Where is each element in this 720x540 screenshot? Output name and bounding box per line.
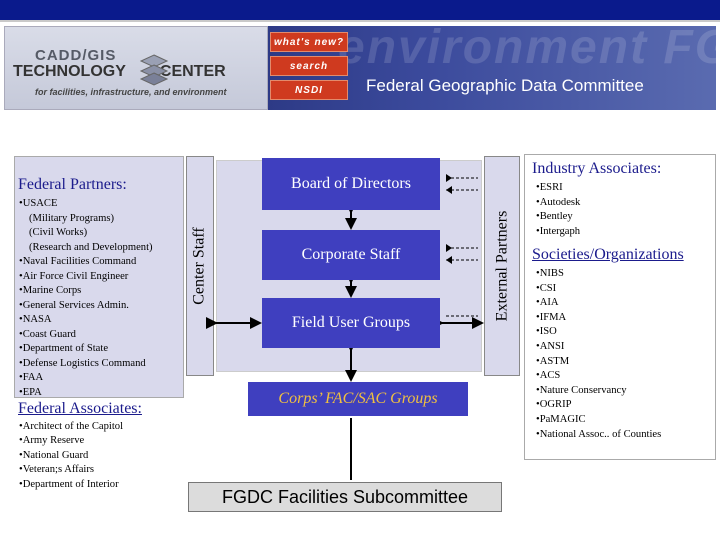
external-partners-bar xyxy=(484,156,520,376)
industry-associates-list: •ESRI •Autodesk •Bentley •Intergaph xyxy=(536,181,580,239)
federal-partners-panel xyxy=(14,156,184,398)
list-item: •NIBS xyxy=(536,268,564,279)
list-item: •ANSI xyxy=(536,340,565,352)
list-item: •ESRI xyxy=(536,182,563,193)
list-item: •ACS xyxy=(536,370,561,382)
list-item: •Veteran;s Affairs xyxy=(19,464,94,476)
logo-line-1: CADD/GIS xyxy=(35,47,117,64)
list-item: •Architect of the Capitol xyxy=(19,421,124,432)
top-divider xyxy=(0,20,720,22)
list-item: (Research and Development) xyxy=(29,241,153,253)
list-item: •PaMAGIC xyxy=(536,413,586,425)
list-item: •Army Reserve xyxy=(19,435,85,447)
list-item: •ASTM xyxy=(536,355,570,367)
fgdc-title: Federal Geographic Data Committee xyxy=(366,76,644,95)
list-item: •USACE xyxy=(19,198,58,209)
fgdc-facilities-subcommittee-box: FGDC Facilities Subcommittee xyxy=(188,482,502,512)
banner-watermark: environment FGDC xyxy=(338,26,716,74)
federal-partners-heading: Federal Partners: xyxy=(18,176,127,193)
list-item: •IFMA xyxy=(536,311,567,323)
industry-associates-heading: Industry Associates: xyxy=(532,160,662,177)
board-of-directors-box: Board of Directors xyxy=(262,158,440,210)
list-item: •Bentley xyxy=(536,211,573,222)
whats-new-button[interactable]: what's new? xyxy=(270,32,348,52)
federal-associates-list: •Architect of the Capitol •Army Reserve •N… xyxy=(19,420,123,492)
list-item: •CSI xyxy=(536,282,557,294)
top-bar xyxy=(0,0,720,20)
list-item: •AIA xyxy=(536,297,559,309)
logo-tagline: for facilities, infrastructure, and envi… xyxy=(35,87,227,97)
list-item: •Autodesk xyxy=(536,196,581,208)
stacked-cube-icon xyxy=(139,54,169,86)
list-item: (Military Programs) xyxy=(29,212,115,224)
list-item: •Coast Guard xyxy=(19,328,76,340)
list-item: •Naval Facilities Command xyxy=(19,256,137,267)
nsdi-button[interactable]: NSDI xyxy=(270,80,348,100)
header-banner: CADD/GIS TECHNOLOGY CENTER for facilities… xyxy=(0,22,720,114)
list-item: •NASA xyxy=(19,314,52,325)
list-item: •OGRIP xyxy=(536,399,572,411)
list-item: •FAA xyxy=(19,372,44,383)
cadd-gis-logo: CADD/GIS TECHNOLOGY CENTER for facilities… xyxy=(4,26,268,110)
list-item: •Defense Logistics Command xyxy=(19,357,146,369)
list-item: •Department of Interior xyxy=(19,478,119,490)
list-item: •National Guard xyxy=(19,449,89,461)
logo-technology-text: TECHNOLOGY xyxy=(13,63,126,80)
field-user-groups-box: Field User Groups xyxy=(262,298,440,348)
corps-fac-sac-groups-box: Corps’ FAC/SAC Groups xyxy=(248,382,468,416)
federal-partners-list: •USACE (Military Programs) (Civil Works) (R… xyxy=(19,197,153,400)
societies-heading: Societies/Organizations xyxy=(532,246,684,263)
industry-panel xyxy=(524,154,716,460)
list-item: •General Services Admin. xyxy=(19,299,129,311)
list-item: •Air Force Civil Engineer xyxy=(19,270,129,282)
logo-line-2: TECHNOLOGY CENTER xyxy=(13,63,226,81)
list-item: •Marine Corps xyxy=(19,285,82,296)
federal-associates-heading: Federal Associates: xyxy=(18,400,142,417)
list-item: (Civil Works) xyxy=(29,227,88,238)
fgdc-banner: environment FGDC what's new? search NSDI… xyxy=(268,26,716,110)
corporate-staff-box: Corporate Staff xyxy=(262,230,440,280)
search-button[interactable]: search xyxy=(270,56,348,76)
list-item: •National Assoc.. of Counties xyxy=(536,428,662,440)
logo-center-text: CENTER xyxy=(159,63,226,80)
list-item: •ISO xyxy=(536,326,557,338)
list-item: •Nature Conservancy xyxy=(536,384,627,396)
center-staff-bar xyxy=(186,156,214,376)
list-item: •EPA xyxy=(19,386,42,398)
societies-list: •NIBS •CSI •AIA •IFMA •ISO •ANSI •ASTM •ACS •Nat… xyxy=(536,267,661,442)
list-item: •Department of State xyxy=(19,343,109,354)
list-item: •Intergaph xyxy=(536,225,581,237)
